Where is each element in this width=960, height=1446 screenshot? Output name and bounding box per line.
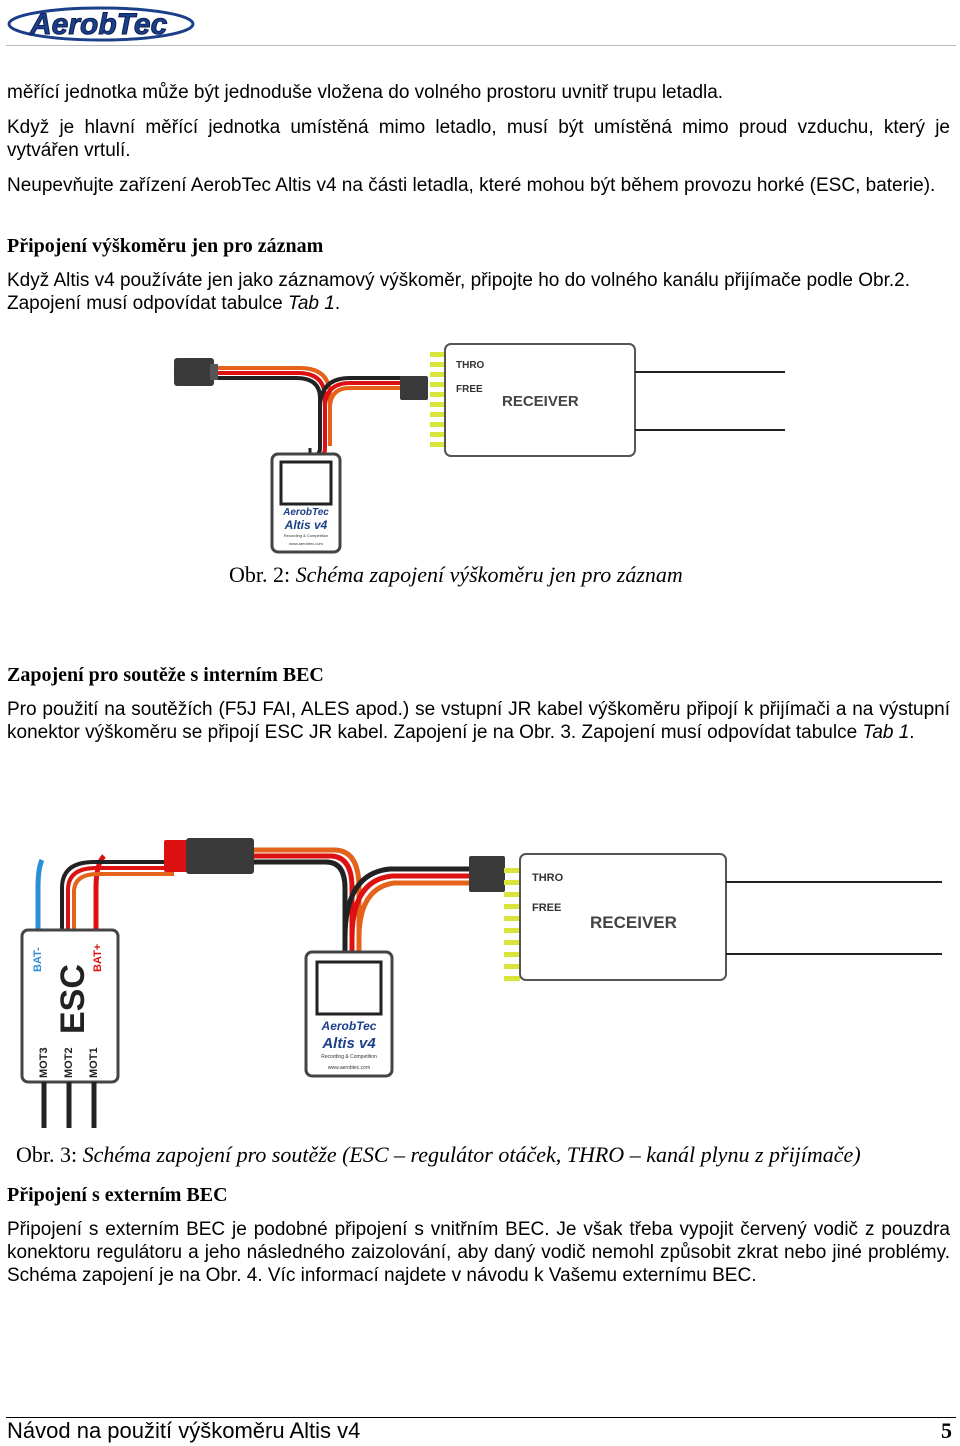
paragraph-5-text: Pro použití na soutěžích (F5J FAI, ALES …: [7, 699, 950, 743]
device-brand: AerobTec: [282, 507, 329, 518]
footer-rule: [6, 1417, 956, 1418]
device-subtitle: Recording & Competition: [321, 1054, 377, 1060]
bat-minus-label: BAT-: [32, 947, 44, 972]
receiver-label: RECEIVER: [502, 393, 579, 410]
figure-3-caption-prefix: Obr. 3:: [16, 1142, 83, 1167]
paragraph-1: měřící jednotka může být jednoduše vlože…: [7, 82, 724, 103]
aerobtec-logo: AerobTec: [7, 6, 195, 42]
logo-text: AerobTec: [29, 8, 168, 41]
mot3-label: MOT3: [38, 1047, 50, 1078]
mot1-label: MOT1: [88, 1047, 100, 1078]
device-brand: AerobTec: [321, 1019, 377, 1033]
heading-external-bec: Připojení s externím BEC: [7, 1184, 228, 1206]
figure-2-caption: Obr. 2: Schéma zapojení výškoměru jen pr…: [229, 562, 683, 588]
esc-label: ESC: [54, 964, 92, 1034]
free-label: FREE: [456, 384, 483, 395]
paragraph-4-text: Když Altis v4 používáte jen jako záznamo…: [7, 270, 910, 314]
figure-3-diagram: RECEIVER THRO FREE ESC BAT- BAT+ MOT3 MO…: [20, 838, 942, 1128]
figure-3-caption: Obr. 3: Schéma zapojení pro soutěže (ESC…: [16, 1142, 861, 1168]
paragraph-5: Pro použití na soutěžích (F5J FAI, ALES …: [7, 698, 950, 744]
table-ref: Tab 1: [862, 722, 910, 743]
heading-competition: Zapojení pro soutěže s interním BEC: [7, 664, 324, 686]
device-url: www.aerobtec.com: [328, 1065, 370, 1071]
figure-2-diagram: RECEIVER THRO FREE AerobTec Altis v4 Rec…: [174, 343, 785, 554]
heading-record-only: Připojení výškoměru jen pro záznam: [7, 235, 324, 257]
paragraph-3: Neupevňujte zařízení AerobTec Altis v4 n…: [7, 175, 936, 196]
paragraph-5-end: .: [909, 722, 915, 743]
free-label: FREE: [532, 902, 561, 914]
paragraph-6: Připojení s externím BEC je podobné přip…: [7, 1219, 950, 1286]
page-number: 5: [941, 1418, 952, 1443]
mot2-label: MOT2: [63, 1047, 75, 1078]
receiver-label: RECEIVER: [590, 913, 677, 932]
footer-title: Návod na použití výškoměru Altis v4: [7, 1418, 361, 1443]
figure-3-caption-text: Schéma zapojení pro soutěže (ESC – regul…: [82, 1142, 861, 1167]
device-subtitle: Recording & Competition: [284, 533, 328, 538]
figure-2-caption-text: Schéma zapojení výškoměru jen pro záznam: [295, 562, 683, 587]
thro-label: THRO: [456, 360, 485, 371]
bat-plus-label: BAT+: [92, 944, 104, 972]
table-ref: Tab 1: [287, 293, 335, 314]
paragraph-2: Když je hlavní měřící jednotka umístěná …: [7, 117, 950, 161]
device-url: www.aerobtec.com: [289, 541, 323, 546]
device-model: Altis v4: [321, 1035, 376, 1052]
figure-2-caption-prefix: Obr. 2:: [229, 562, 296, 587]
header-rule: [6, 45, 956, 46]
paragraph-4-end: .: [334, 293, 341, 314]
paragraph-4: Když Altis v4 používáte jen jako záznamo…: [7, 269, 950, 315]
thro-label: THRO: [532, 872, 564, 884]
device-model: Altis v4: [284, 518, 328, 532]
